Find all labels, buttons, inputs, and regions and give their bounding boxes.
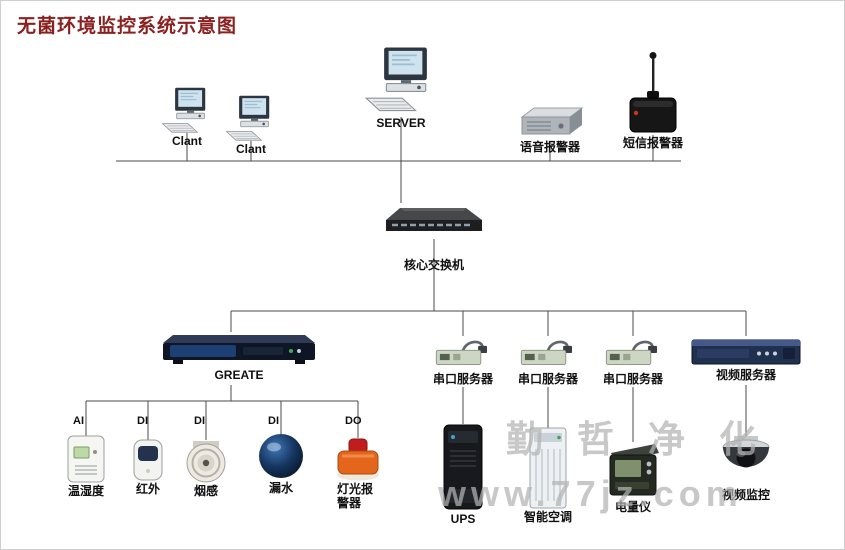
smoke-detector-icon [186,441,226,483]
water-leak-sensor: 漏水 [253,432,309,496]
serial-server-icon [516,335,580,371]
power-meter-device: 电量仪 [600,441,666,515]
desktop-computer-icon [161,87,213,133]
ups-label: UPS [450,512,476,526]
greate-label: GREATE [214,368,264,382]
sms-alarm-device: 短信报警器 [614,51,692,151]
port-label-ai: AI [73,415,84,427]
sms-alarm-label: 短信报警器 [622,136,683,150]
pir-sensor-icon [133,439,163,481]
dome-camera-icon [722,436,770,468]
smart-ac-device: 智能空调 [517,427,579,525]
video-server-label: 视频服务器 [715,368,776,382]
power-meter-label: 电量仪 [614,500,651,514]
server-workstation: SERVER [359,43,443,131]
controller-rack-icon [163,335,315,364]
video-server-device: 视频服务器 [689,335,803,383]
water-leak-label: 漏水 [268,481,293,495]
strobe-alarm-icon [337,438,379,481]
light-alarm-device: 灯光报警器 [332,437,384,511]
core-switch-device [384,201,484,239]
infrared-sensor: 红外 [124,439,172,497]
infrared-label: 红外 [135,482,160,496]
client-workstation-1: Clant [155,87,219,149]
serial-server-1: 串口服务器 [427,335,499,387]
voice-alarm-box-icon [520,107,584,135]
core-switch-label: 核心交换机 [403,258,464,272]
serial-server-3: 串口服务器 [597,335,669,387]
water-leak-sensor-icon [259,434,303,478]
voice-alarm-label: 语音报警器 [519,140,580,154]
server-label: SERVER [376,116,426,130]
ups-device: UPS [434,423,492,527]
ups-tower-icon [443,424,483,510]
serial-server-label: 串口服务器 [602,372,663,386]
serial-server-icon [601,335,665,371]
client-label: Clant [236,142,266,156]
video-monitor-camera: 视频监控 [714,435,778,503]
voice-alarm-device: 语音报警器 [508,105,592,155]
temp-humidity-label: 温湿度 [67,484,104,498]
port-label-di1: DI [137,415,148,427]
antenna-modem-icon [629,52,677,133]
air-conditioner-icon [529,427,567,509]
video-monitor-label: 视频监控 [721,488,770,502]
network-switch-icon [386,208,482,231]
serial-server-2: 串口服务器 [512,335,584,387]
smoke-detector: 烟感 [180,439,232,499]
power-meter-icon [609,444,659,496]
light-alarm-label: 灯光报警器 [337,482,374,510]
temp-humidity-sensor-icon [67,435,105,483]
desktop-computer-icon [365,43,437,115]
serial-server-icon [431,335,495,371]
smart-ac-label: 智能空调 [523,510,572,524]
video-server-icon [691,339,801,365]
serial-server-label: 串口服务器 [432,372,493,386]
port-label-di2: DI [194,415,205,427]
desktop-computer-icon [225,95,277,141]
client-label: Clant [172,134,202,148]
port-label-di3: DI [268,415,279,427]
port-label-do: DO [345,415,362,427]
temp-humidity-sensor: 温湿度 [60,435,112,499]
serial-server-label: 串口服务器 [517,372,578,386]
greate-controller-device: GREATE [159,331,319,383]
client-workstation-2: Clant [219,95,283,157]
smoke-label: 烟感 [193,484,218,498]
page-title: 无菌环境监控系统示意图 [17,16,238,37]
